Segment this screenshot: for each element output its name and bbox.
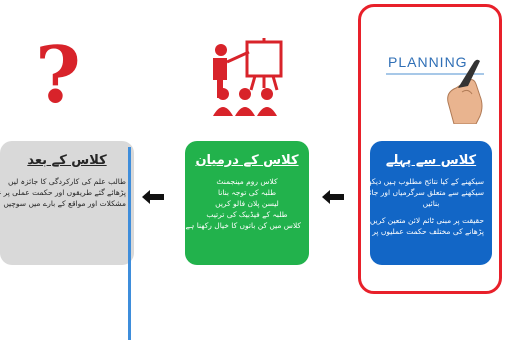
during-class-body: کلاس روم مینجمنٹ طلبہ کی توجہ بنانا لیسن… [185, 176, 301, 231]
presenter-icon [213, 38, 283, 116]
after-class-card: کلاس کے بعد طالب علم کی کارکردگی کا جائز… [0, 141, 134, 265]
after-class-line: پڑھائے گئے طریقوں اور حکمت عملی پر غور ک… [0, 188, 126, 197]
vertical-divider [128, 147, 131, 340]
after-class-line: طالب علم کی کارکردگی کا جائزہ لیں [8, 177, 126, 186]
during-class-line: کلاس میں کن باتوں کا خیال رکھنا ہے [185, 221, 301, 230]
arrow-left-icon [322, 190, 344, 204]
question-mark-icon: ? [35, 36, 81, 116]
planning-text: PLANNING [388, 54, 468, 70]
during-class-line: کلاس روم مینجمنٹ [216, 177, 278, 186]
during-class-title: کلاس کے درمیان [195, 153, 299, 168]
arrow-left-icon [142, 190, 164, 204]
planning-hand-icon [386, 59, 484, 124]
before-class-body: سیکھنے کے کیا نتائج مطلوب ہیں دیکھیں سیک… [370, 176, 484, 237]
after-class-body: طالب علم کی کارکردگی کا جائزہ لیں پڑھائے… [0, 176, 126, 209]
before-class-line: بنائیں [422, 199, 440, 208]
before-class-line: پڑھانے کی مختلف حکمت عملیوں پر غور کریں [370, 227, 484, 236]
before-class-title: کلاس سے پہلے [385, 153, 477, 168]
before-class-line: حقیقت پر مبنی ٹائم لائن متعین کریں [370, 216, 484, 225]
before-class-line: سیکھنے کے کیا نتائج مطلوب ہیں دیکھیں [370, 177, 484, 186]
during-class-line: لیسن پلان فالو کریں [215, 199, 279, 208]
during-class-card: کلاس کے درمیان کلاس روم مینجمنٹ طلبہ کی … [185, 141, 309, 265]
after-class-title: کلاس کے بعد [27, 153, 107, 168]
highlight-frame [358, 4, 502, 294]
after-class-line: مشکلات اور مواقع کے بارے میں سوچیں [3, 199, 126, 208]
during-class-line: طلبہ کے فیڈبیک کی ترتیب [206, 210, 288, 219]
before-class-line: سیکھنے سے متعلق سرگرمیاں اور جائزوں کا پ… [370, 188, 484, 197]
svg-text:?: ? [35, 36, 81, 116]
during-class-line: طلبہ کی توجہ بنانا [217, 188, 277, 197]
before-class-card: کلاس سے پہلے سیکھنے کے کیا نتائج مطلوب ہ… [370, 141, 492, 265]
